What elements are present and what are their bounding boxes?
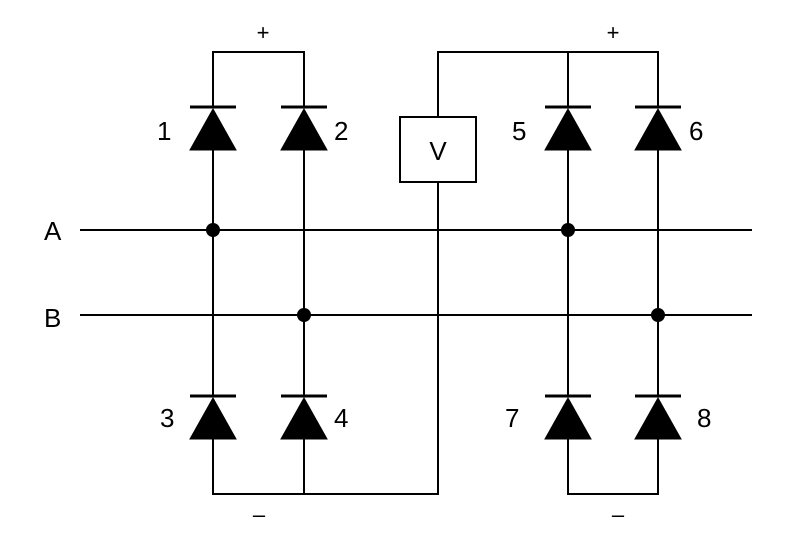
junction-dot <box>297 308 311 322</box>
diode-4-label: 4 <box>334 403 348 433</box>
diode-2-label: 2 <box>334 116 348 146</box>
right-top-bus <box>437 51 659 117</box>
diode-3-label: 3 <box>160 403 174 433</box>
diode-1-label: 1 <box>157 116 171 146</box>
junction-dot <box>651 308 665 322</box>
diode-7-label: 7 <box>505 403 519 433</box>
junction-dot <box>206 223 220 237</box>
minus-right-label: – <box>612 502 625 527</box>
diode-4 <box>280 394 328 440</box>
diode-8-label: 8 <box>697 403 711 433</box>
diode-2 <box>280 105 328 151</box>
minus-left-label: – <box>253 502 266 527</box>
diode-5 <box>544 105 592 151</box>
line-a-label: A <box>44 216 62 246</box>
voltmeter-label: V <box>429 136 447 166</box>
junction-dot <box>561 223 575 237</box>
plus-right-label: + <box>607 20 620 45</box>
voltmeter-box <box>399 116 477 183</box>
diode-6-label: 6 <box>689 116 703 146</box>
diode-1 <box>189 105 237 151</box>
right-bottom-bus <box>567 450 659 495</box>
plus-left-label: + <box>257 20 270 45</box>
diode-5-label: 5 <box>512 116 526 146</box>
left-top-bus <box>212 51 305 107</box>
left-bottom-bus <box>212 182 439 495</box>
diode-8 <box>634 394 682 440</box>
diode-3 <box>189 394 237 440</box>
diode-7 <box>544 394 592 440</box>
line-b-label: B <box>44 303 61 333</box>
diode-6 <box>634 105 682 151</box>
